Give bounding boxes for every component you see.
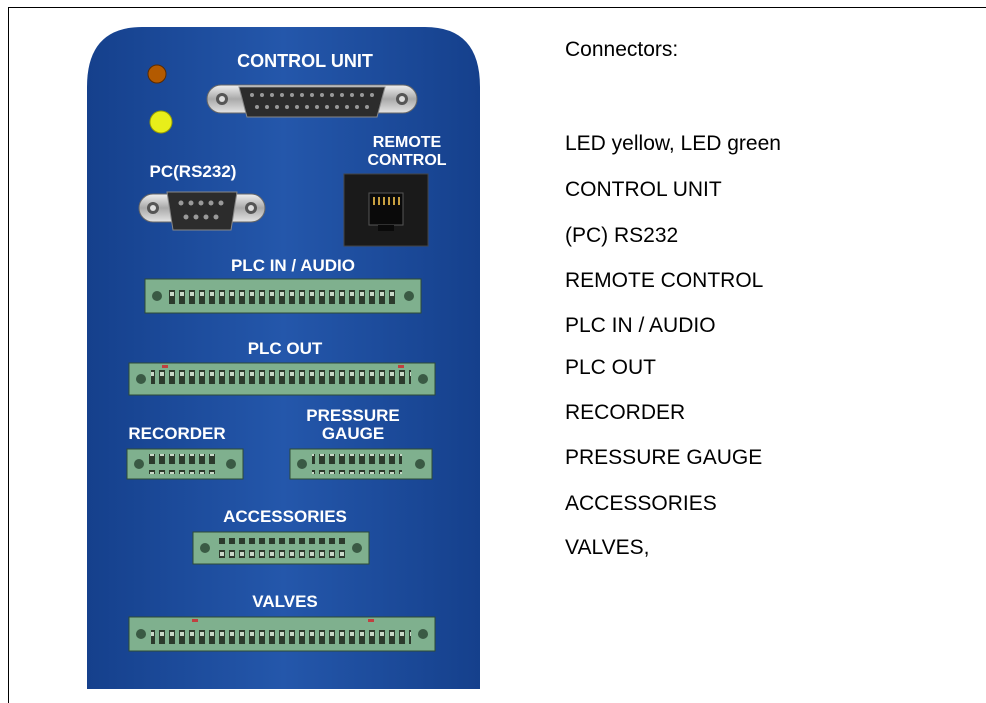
label-remote-control-line1: REMOTE (373, 134, 442, 151)
legend-item-valves: VALVES, (565, 536, 650, 559)
plc-out-terminal-block (128, 362, 436, 396)
led-orange (147, 64, 167, 84)
remote-control-rj-jack (343, 173, 429, 247)
label-valves: VALVES (252, 592, 318, 611)
legend-item-plc-out: PLC OUT (565, 356, 657, 379)
recorder-terminal-block (126, 448, 244, 480)
label-pc-rs232: PC(RS232) (150, 162, 237, 181)
figure-frame (8, 7, 986, 703)
label-remote-control-line2: CONTROL (367, 152, 446, 169)
legend-item-led: LED yellow, LED green (565, 132, 781, 155)
legend-item-recorder: RECORDER (565, 401, 686, 424)
valves-terminal-block (128, 616, 436, 652)
label-pressure-gauge-line1: PRESSURE (306, 406, 400, 425)
legend-heading: Connectors: (565, 38, 679, 61)
label-accessories: ACCESSORIES (223, 507, 347, 526)
led-yellow (149, 110, 173, 134)
pc-rs232-db9-connector (138, 191, 266, 231)
label-recorder: RECORDER (128, 424, 225, 443)
plc-in-audio-terminal-block (144, 278, 422, 314)
pressure-gauge-terminal-block (289, 448, 433, 480)
label-pressure-gauge-line2: GAUGE (322, 424, 384, 443)
legend-item-pressure-gauge: PRESSURE GAUGE (565, 446, 763, 469)
legend-item-remote-control: REMOTE CONTROL (565, 269, 764, 292)
panel-body (87, 27, 480, 689)
panel-svg: CONTROL UNIT REMOTE CONTROL PC(RS232) (87, 27, 480, 689)
legend-item-rs232: (PC) RS232 (565, 224, 679, 247)
label-control-unit: CONTROL UNIT (237, 51, 373, 71)
legend-item-control-unit: CONTROL UNIT (565, 178, 722, 201)
accessories-terminal-block (192, 531, 370, 565)
label-plc-in-audio: PLC IN / AUDIO (231, 256, 355, 275)
legend-item-accessories: ACCESSORIES (565, 492, 717, 515)
label-plc-out: PLC OUT (248, 339, 323, 358)
control-unit-db25-connector (206, 84, 418, 118)
legend-item-plc-in-audio: PLC IN / AUDIO (565, 314, 716, 337)
connector-panel-photo: CONTROL UNIT REMOTE CONTROL PC(RS232) (87, 27, 480, 689)
